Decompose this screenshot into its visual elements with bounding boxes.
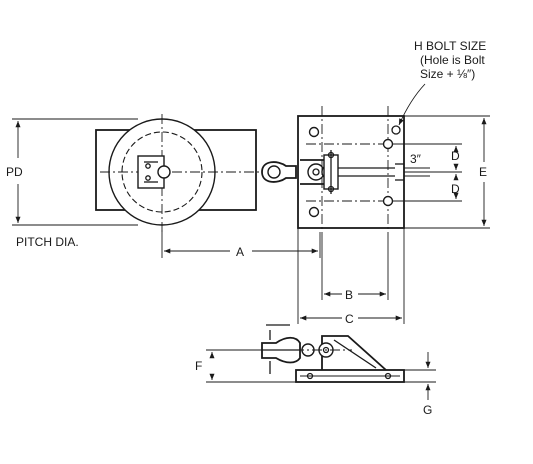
bolt-hole: [308, 206, 320, 218]
e-dimension: E: [404, 115, 490, 229]
c-label: C: [345, 312, 354, 326]
pitch-dia-label: PITCH DIA.: [16, 235, 79, 249]
d-lower-label: D: [451, 182, 460, 196]
three-inch-dimension: 3″: [404, 152, 430, 177]
side-shackle: [261, 336, 301, 364]
a-dimension: A: [161, 230, 321, 259]
e-label: E: [479, 165, 487, 179]
b-dimension: B: [321, 238, 389, 302]
pd-dimension: PD: [6, 118, 138, 226]
h-bolt-line2: (Hole is Bolt: [420, 53, 485, 67]
f-label: F: [195, 359, 202, 373]
bolt-hole: [382, 138, 394, 150]
hub-bolt: [145, 163, 151, 169]
g-label: G: [423, 403, 432, 417]
side-base-plate: [295, 369, 405, 383]
f-dimension: F: [195, 349, 296, 383]
three-inch-label: 3″: [410, 152, 422, 166]
pd-label: PD: [6, 165, 23, 179]
g-dimension: G: [404, 352, 436, 417]
h-bolt-leader: [398, 83, 426, 126]
sheave-housing: [95, 114, 262, 232]
bolt-hole: [382, 195, 394, 207]
hub-bolt: [145, 175, 151, 181]
bolt-hole: [308, 126, 320, 138]
pitch-circle: [121, 131, 203, 213]
h-bolt-line3: Size + ⅛″): [420, 67, 475, 81]
linkage-shackle: [261, 150, 395, 194]
a-label: A: [236, 245, 244, 259]
h-bolt-line1: H BOLT SIZE: [414, 39, 486, 53]
side-view: [258, 324, 405, 383]
d-dimensions: D D: [392, 143, 462, 202]
d-upper-label: D: [451, 149, 460, 163]
c-dimension: C: [297, 228, 405, 326]
axle: [157, 165, 171, 179]
h-bolt-note: H BOLT SIZE (Hole is Bolt Size + ⅛″): [398, 39, 486, 126]
bolt-hole: [391, 125, 401, 135]
b-label: B: [345, 288, 353, 302]
